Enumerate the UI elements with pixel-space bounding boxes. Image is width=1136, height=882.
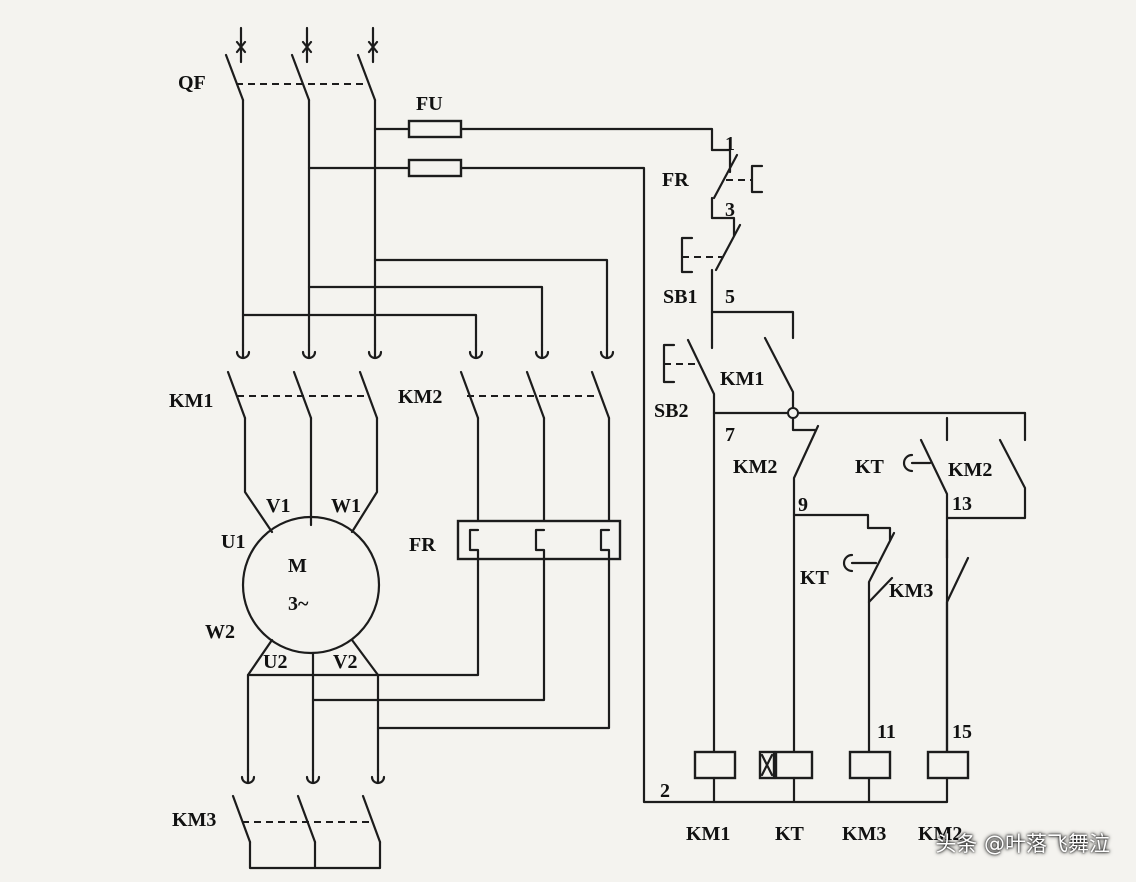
km2-main-contacts — [459, 343, 615, 532]
motor-type: 3~ — [288, 593, 309, 615]
terminal-w2: W2 — [205, 621, 235, 643]
label-sb1: SB1 — [663, 286, 697, 308]
terminal-u1: U1 — [221, 531, 245, 553]
motor — [241, 515, 381, 772]
node-2: 2 — [660, 780, 670, 802]
label-qf: QF — [178, 72, 206, 94]
km2-feed-wires — [241, 258, 609, 347]
node-11: 11 — [877, 721, 896, 743]
labels: QF FU FR FR KM1 KM2 KM3 1 3 SB1 5 KM1 SB… — [169, 72, 992, 845]
node-9: 9 — [798, 494, 808, 516]
node-1: 1 — [725, 133, 735, 155]
label-kt-nc: KT — [800, 567, 830, 589]
node-13: 13 — [952, 493, 972, 515]
node-15: 15 — [952, 721, 972, 743]
coil-label-kt: KT — [775, 823, 805, 845]
label-fr-control: FR — [662, 169, 689, 191]
km3-main-contacts — [231, 768, 386, 870]
terminal-w1: W1 — [331, 495, 361, 517]
label-km2-nc: KM2 — [733, 456, 777, 478]
qf-breaker — [224, 26, 379, 347]
watermark: 头条 @叶落飞舞泣 — [935, 832, 1110, 856]
terminal-v2: V2 — [333, 651, 357, 673]
terminal-u2: U2 — [263, 651, 287, 673]
fuses — [307, 119, 718, 804]
label-km2-main: KM2 — [398, 386, 442, 408]
motor-name: M — [288, 555, 307, 577]
km1-main-contacts — [226, 343, 383, 534]
label-km3-aux: KM3 — [889, 580, 933, 602]
label-km1-aux: KM1 — [720, 368, 764, 390]
node-7: 7 — [725, 424, 735, 446]
label-km3-main: KM3 — [172, 809, 216, 831]
coil-label-km2: KM2 — [918, 823, 962, 845]
control-circuit — [662, 148, 1027, 804]
label-fr-main: FR — [409, 534, 436, 556]
node-3: 3 — [725, 199, 735, 221]
label-fu: FU — [416, 93, 443, 115]
coil-label-km1: KM1 — [686, 823, 730, 845]
label-sb2: SB2 — [654, 400, 688, 422]
label-kt-no: KT — [855, 456, 885, 478]
fr-thermal-relay — [246, 519, 622, 730]
terminal-v1: V1 — [266, 495, 290, 517]
label-km2-no: KM2 — [948, 459, 992, 481]
node-5: 5 — [725, 286, 735, 308]
label-km1-main: KM1 — [169, 390, 213, 412]
coil-label-km3: KM3 — [842, 823, 886, 845]
